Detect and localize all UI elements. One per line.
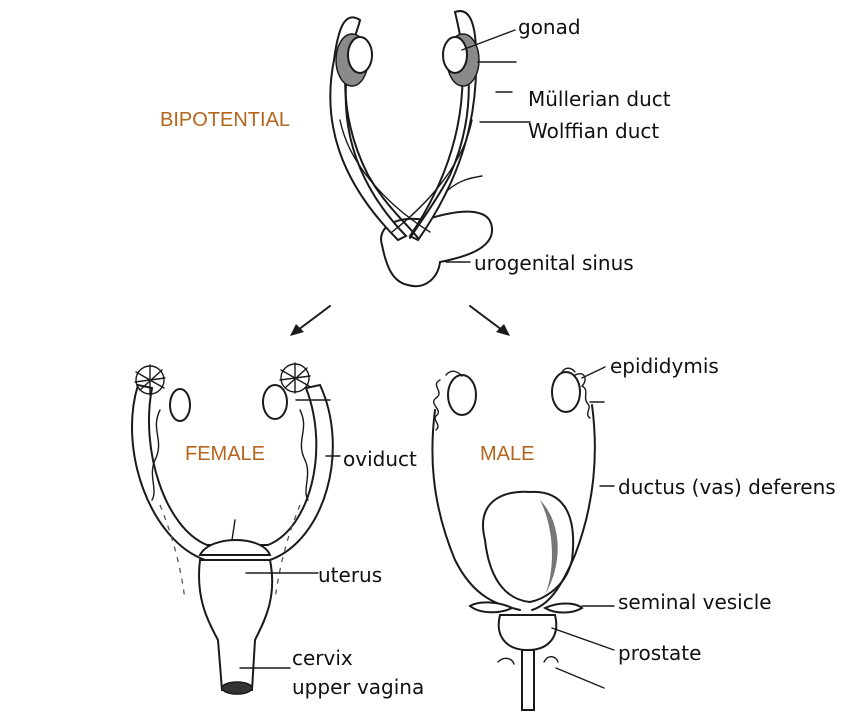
left-epididymis-icon — [433, 379, 441, 431]
label-mullerian-duct: Müllerian duct — [528, 87, 671, 111]
bipotential-tract — [329, 10, 494, 288]
stage-label-male: MALE — [480, 443, 534, 465]
label-prostate: prostate — [618, 641, 701, 665]
label-epididymis: epididymis — [610, 354, 719, 378]
uterus-shape — [198, 559, 274, 691]
left-fimbriae-icon — [134, 364, 166, 396]
label-uterus: uterus — [318, 563, 382, 587]
label-cervix: cervix — [292, 646, 353, 670]
female-tract — [131, 362, 334, 695]
right-fimbriae-icon — [279, 362, 311, 394]
label-seminal-vesicle: seminal vesicle — [618, 590, 772, 614]
stage-label-female: FEMALE — [185, 443, 265, 465]
urogenital-sinus-shape — [380, 210, 494, 288]
arrow-to-male — [469, 305, 510, 336]
label-wolffian-duct: Wolffian duct — [528, 119, 659, 143]
label-upper-vagina: upper vagina — [292, 675, 424, 699]
male-tract — [431, 367, 596, 711]
prostate-shape — [497, 614, 558, 652]
label-gonad: gonad — [518, 15, 581, 39]
label-ductus-deferens: ductus (vas) deferens — [618, 475, 836, 499]
arrow-to-female — [290, 305, 331, 336]
label-oviduct: oviduct — [343, 447, 417, 471]
stage-label-bipotential: BIPOTENTIAL — [160, 109, 290, 131]
label-urogenital-sinus: urogenital sinus — [474, 251, 634, 275]
